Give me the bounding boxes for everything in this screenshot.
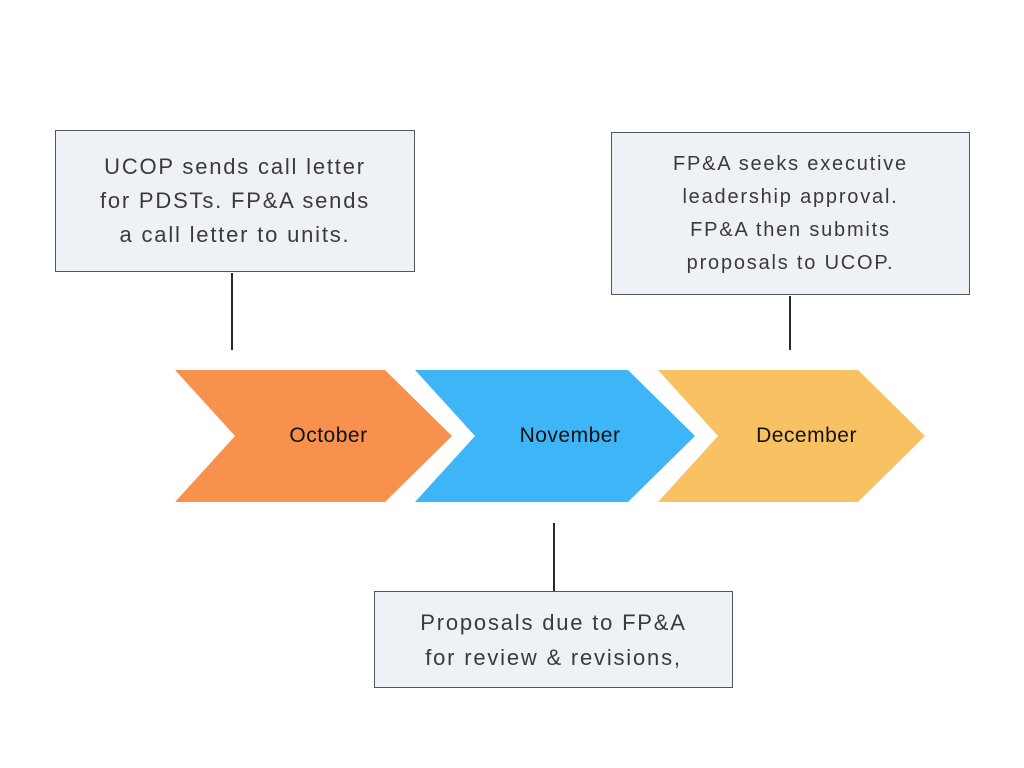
month-label-november: November <box>519 424 621 447</box>
callout-november-line-2: for review & revisions, <box>425 644 682 670</box>
chevron-arrow-october: October <box>175 370 452 502</box>
callout-october: UCOP sends call letter for PDSTs. FP&A s… <box>55 130 415 272</box>
callout-december-line-4: proposals to UCOP. <box>686 251 895 274</box>
callout-december-line-1: FP&A seeks executive <box>673 152 908 175</box>
callout-october-line-1: UCOP sends call letter <box>104 154 366 179</box>
callout-october-line-3: a call letter to units. <box>119 222 351 247</box>
callout-december-line-2: leadership approval. <box>682 185 899 208</box>
callout-october-line-2: for PDSTs. FP&A sends <box>99 188 371 213</box>
callout-december-line-3: FP&A then submits <box>690 218 891 241</box>
connector-line-december <box>789 296 791 350</box>
chevron-arrow-november: November <box>415 370 695 502</box>
month-label-october: October <box>289 424 368 447</box>
connector-line-november <box>553 523 555 591</box>
callout-november: Proposals due to FP&A for review & revis… <box>374 591 733 688</box>
callout-november-line-1: Proposals due to FP&A <box>420 609 687 635</box>
month-label-december: December <box>756 424 857 447</box>
callout-december: FP&A seeks executive leadership approval… <box>611 132 970 295</box>
chevron-arrow-december: December <box>658 370 925 502</box>
connector-line-october <box>231 273 233 350</box>
